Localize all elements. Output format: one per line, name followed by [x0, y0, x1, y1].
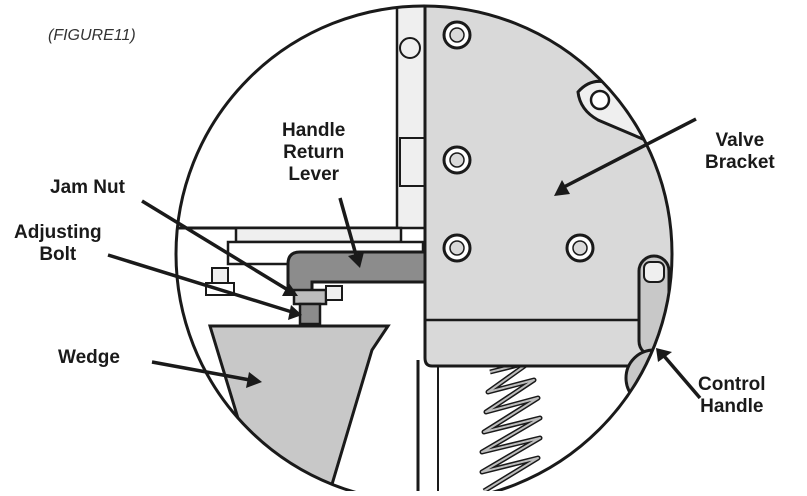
detail-view	[176, 6, 672, 494]
label-control-handle: Control Handle	[698, 374, 766, 417]
jam-nut	[292, 288, 328, 306]
label-wedge: Wedge	[58, 347, 120, 368]
handle-return-lever	[286, 250, 432, 294]
label-handle-return-lever: Handle Return Lever	[282, 120, 346, 185]
label-adjusting-bolt: Adjusting Bolt	[14, 222, 102, 265]
label-jam-nut: Jam Nut	[50, 177, 125, 198]
spring	[479, 359, 543, 494]
label-valve-bracket: Valve Bracket	[705, 130, 775, 173]
upper-plate	[176, 6, 402, 230]
leader-arrows	[107, 117, 702, 400]
adjusting-bolt	[298, 302, 322, 326]
detail-circle-border	[174, 4, 674, 496]
figure-caption: (FIGURE11)	[48, 27, 136, 44]
